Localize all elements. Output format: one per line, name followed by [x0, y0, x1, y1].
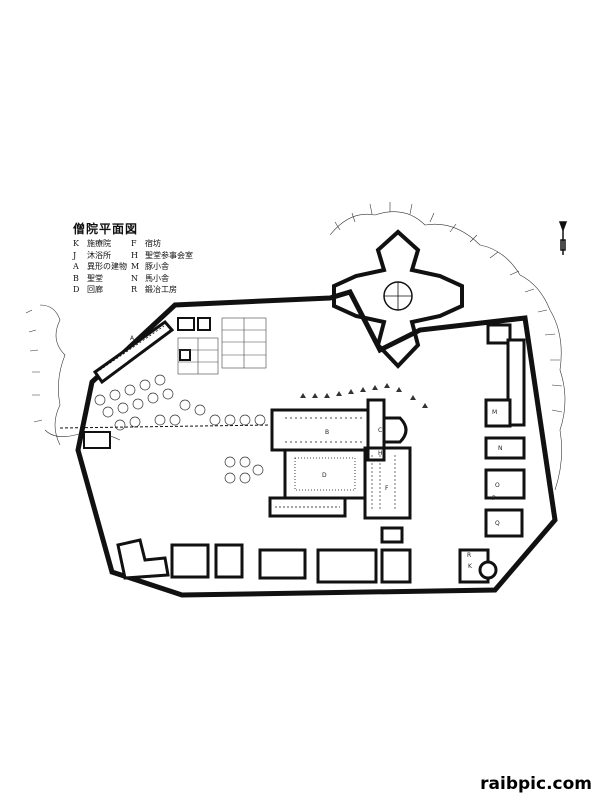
legend-item: D 回廊: [73, 284, 131, 296]
map-label-c: C: [378, 427, 382, 434]
legend-key: B: [73, 273, 79, 283]
map-label-f: F: [385, 485, 389, 492]
fortress-cross: [332, 229, 464, 369]
map-label-q: Q: [495, 520, 500, 527]
legend-item: J 沐浴所: [73, 250, 131, 262]
east-buildings: [484, 323, 526, 538]
map-label-k: K: [468, 563, 473, 570]
watermark: raibpic.com: [480, 774, 592, 794]
plan-title: 僧院平面図: [73, 222, 139, 236]
legend-key: F: [131, 239, 137, 248]
legend-label: 豚小舎: [145, 262, 169, 271]
map-label-r: R: [467, 552, 471, 559]
legend-label: 聖堂参事会室: [145, 250, 193, 260]
legend-label: 聖堂: [87, 273, 103, 283]
map-label-p: P: [492, 495, 496, 502]
map-label-o: O: [495, 482, 500, 489]
garden-path: [59, 424, 271, 429]
legend-label: 回廊: [87, 285, 103, 294]
legend-item: N 馬小舎: [131, 273, 211, 285]
legend-item: A 異形の建物: [73, 261, 131, 273]
legend-label: 馬小舎: [145, 273, 169, 283]
legend-item: H 聖堂参事会室: [131, 250, 211, 262]
legend-item: F 宿坊: [131, 238, 211, 250]
legend-key: R: [131, 285, 138, 294]
tree-markers: [300, 383, 428, 408]
map-label-a: A: [130, 335, 135, 342]
map-label-n: N: [498, 445, 503, 452]
map-label-h: H: [378, 450, 383, 457]
gatehouse: [83, 431, 111, 449]
legend-key: D: [73, 285, 80, 294]
legend-key: M: [131, 262, 140, 271]
legend-item: R 鍛冶工房: [131, 284, 211, 296]
legend-label: 異形の建物: [87, 262, 127, 271]
terrain-hatching: [25, 202, 566, 491]
legend-key: K: [73, 239, 79, 248]
legend-key: J: [73, 250, 77, 260]
cloister: [268, 446, 412, 520]
outer-wall: [75, 289, 558, 598]
legend-key: A: [73, 262, 79, 271]
garden-buildings: [177, 317, 211, 361]
building-a: [92, 319, 175, 385]
legend-label: 宿坊: [145, 239, 161, 248]
map-label-m: M: [492, 409, 497, 416]
legend-key: N: [131, 273, 138, 283]
church: [270, 398, 408, 462]
legend-item: K 施療院: [73, 238, 131, 250]
legend-key: H: [131, 250, 138, 260]
legend-item: B 聖堂: [73, 273, 131, 285]
garden-plots: [177, 317, 267, 375]
south-buildings: [116, 526, 498, 584]
map-label-b: B: [325, 429, 329, 436]
legend-label: 沐浴所: [87, 250, 111, 260]
map-label-d: D: [322, 472, 327, 479]
legend-label: 鍛冶工房: [145, 285, 177, 294]
orchard-trees: [94, 374, 266, 484]
legend-item: M 豚小舎: [131, 261, 211, 273]
legend-label: 施療院: [87, 239, 111, 248]
north-arrow-icon: [558, 221, 568, 255]
map-letters: A B C D F H K M N O Q P R: [130, 335, 503, 570]
